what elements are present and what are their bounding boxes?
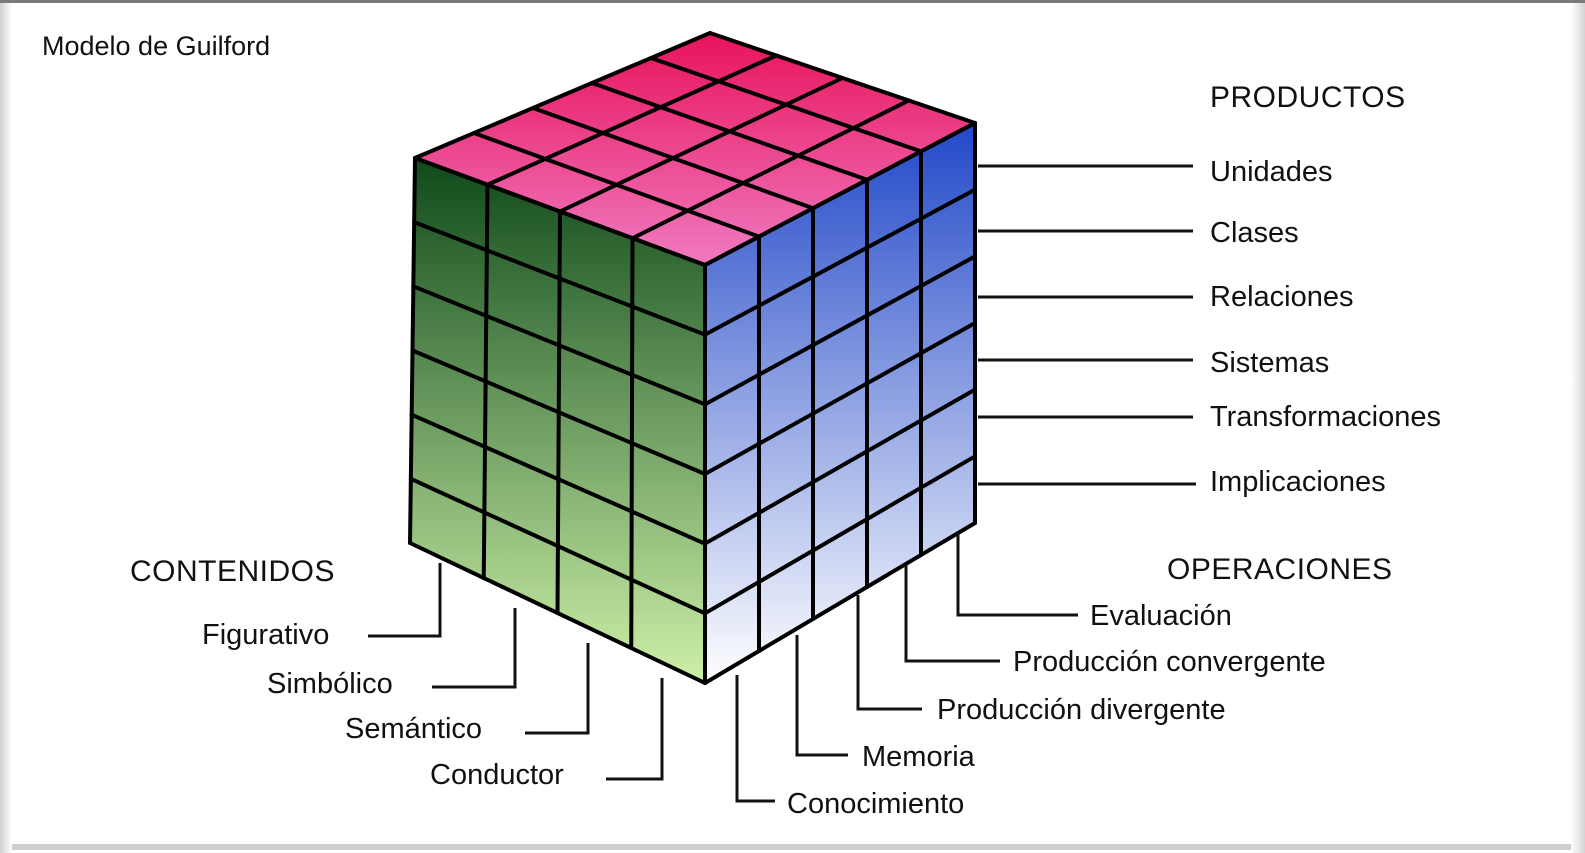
right-grid-line — [703, 187, 977, 337]
producto-unidades: Unidades — [1210, 156, 1333, 188]
right-grid-line — [703, 521, 977, 685]
top-grid-line — [558, 76, 845, 214]
top-grid-line — [590, 81, 869, 182]
producto-transformaciones: Transformaciones — [1210, 401, 1441, 433]
top-grid-line — [708, 31, 977, 125]
left-grid-line — [408, 541, 707, 685]
diagram-title: Modelo de Guilford — [42, 31, 270, 61]
top-grid-line — [472, 131, 761, 239]
contenido-conductor: Conductor — [430, 759, 564, 791]
guilford-cube-diagram: Modelo de Guilford PRODUCTOS Unidades Cl… — [42, 31, 1441, 820]
contenido-simbolico: Simbólico — [267, 668, 393, 700]
left-grid-line — [413, 156, 707, 267]
right-grid-line — [703, 454, 977, 616]
right-grid-line — [703, 321, 977, 476]
producto-relaciones: Relaciones — [1210, 281, 1353, 313]
top-grid-line — [531, 106, 815, 211]
contenido-leader-semantico — [525, 643, 590, 735]
operacion-memoria: Memoria — [862, 741, 976, 773]
left-grid-line — [412, 220, 707, 337]
right-grid-line — [703, 121, 977, 267]
operacion-produccion-convergente: Producción convergente — [1013, 646, 1326, 678]
top-grid-line — [649, 56, 923, 154]
operacion-produccion-divergente: Producción divergente — [937, 694, 1226, 726]
operacion-leader-divergente — [856, 595, 922, 711]
producto-implicaciones: Implicaciones — [1210, 466, 1386, 498]
contenido-leader-figurativo — [368, 563, 442, 638]
operacion-leader-evaluacion — [956, 533, 1078, 617]
right-grid-line — [703, 254, 977, 407]
cube-right-face — [705, 123, 975, 683]
cube-grid-lines — [408, 31, 977, 685]
top-grid-line — [413, 31, 712, 160]
producto-clases: Clases — [1210, 217, 1299, 249]
right-grid-line — [703, 387, 977, 546]
producto-sistemas: Sistemas — [1210, 347, 1329, 379]
operacion-conocimiento: Conocimiento — [787, 788, 964, 820]
left-grid-line — [411, 284, 707, 407]
left-grid-line — [409, 412, 707, 546]
left-edge-shade — [0, 3, 12, 853]
operacion-evaluacion: Evaluación — [1090, 600, 1232, 632]
leader-lines — [368, 164, 1196, 803]
top-grid-line — [485, 53, 779, 187]
contenido-leader-simbolico — [432, 608, 517, 689]
operacion-leader-memoria — [795, 635, 848, 757]
productos-heading: PRODUCTOS — [1210, 81, 1406, 114]
operacion-leader-conocimiento — [735, 675, 775, 803]
contenido-leader-conductor — [606, 678, 664, 781]
operacion-leader-convergente — [904, 565, 1000, 663]
top-grid-line — [630, 98, 911, 241]
right-edge-shade — [1571, 3, 1585, 853]
left-grid-line — [408, 476, 707, 616]
contenido-figurativo: Figurativo — [202, 619, 329, 651]
contenidos-heading: CONTENIDOS — [130, 555, 335, 588]
operaciones-heading: OPERACIONES — [1167, 553, 1393, 586]
contenido-semantico: Semántico — [345, 713, 482, 745]
left-grid-line — [410, 348, 707, 476]
